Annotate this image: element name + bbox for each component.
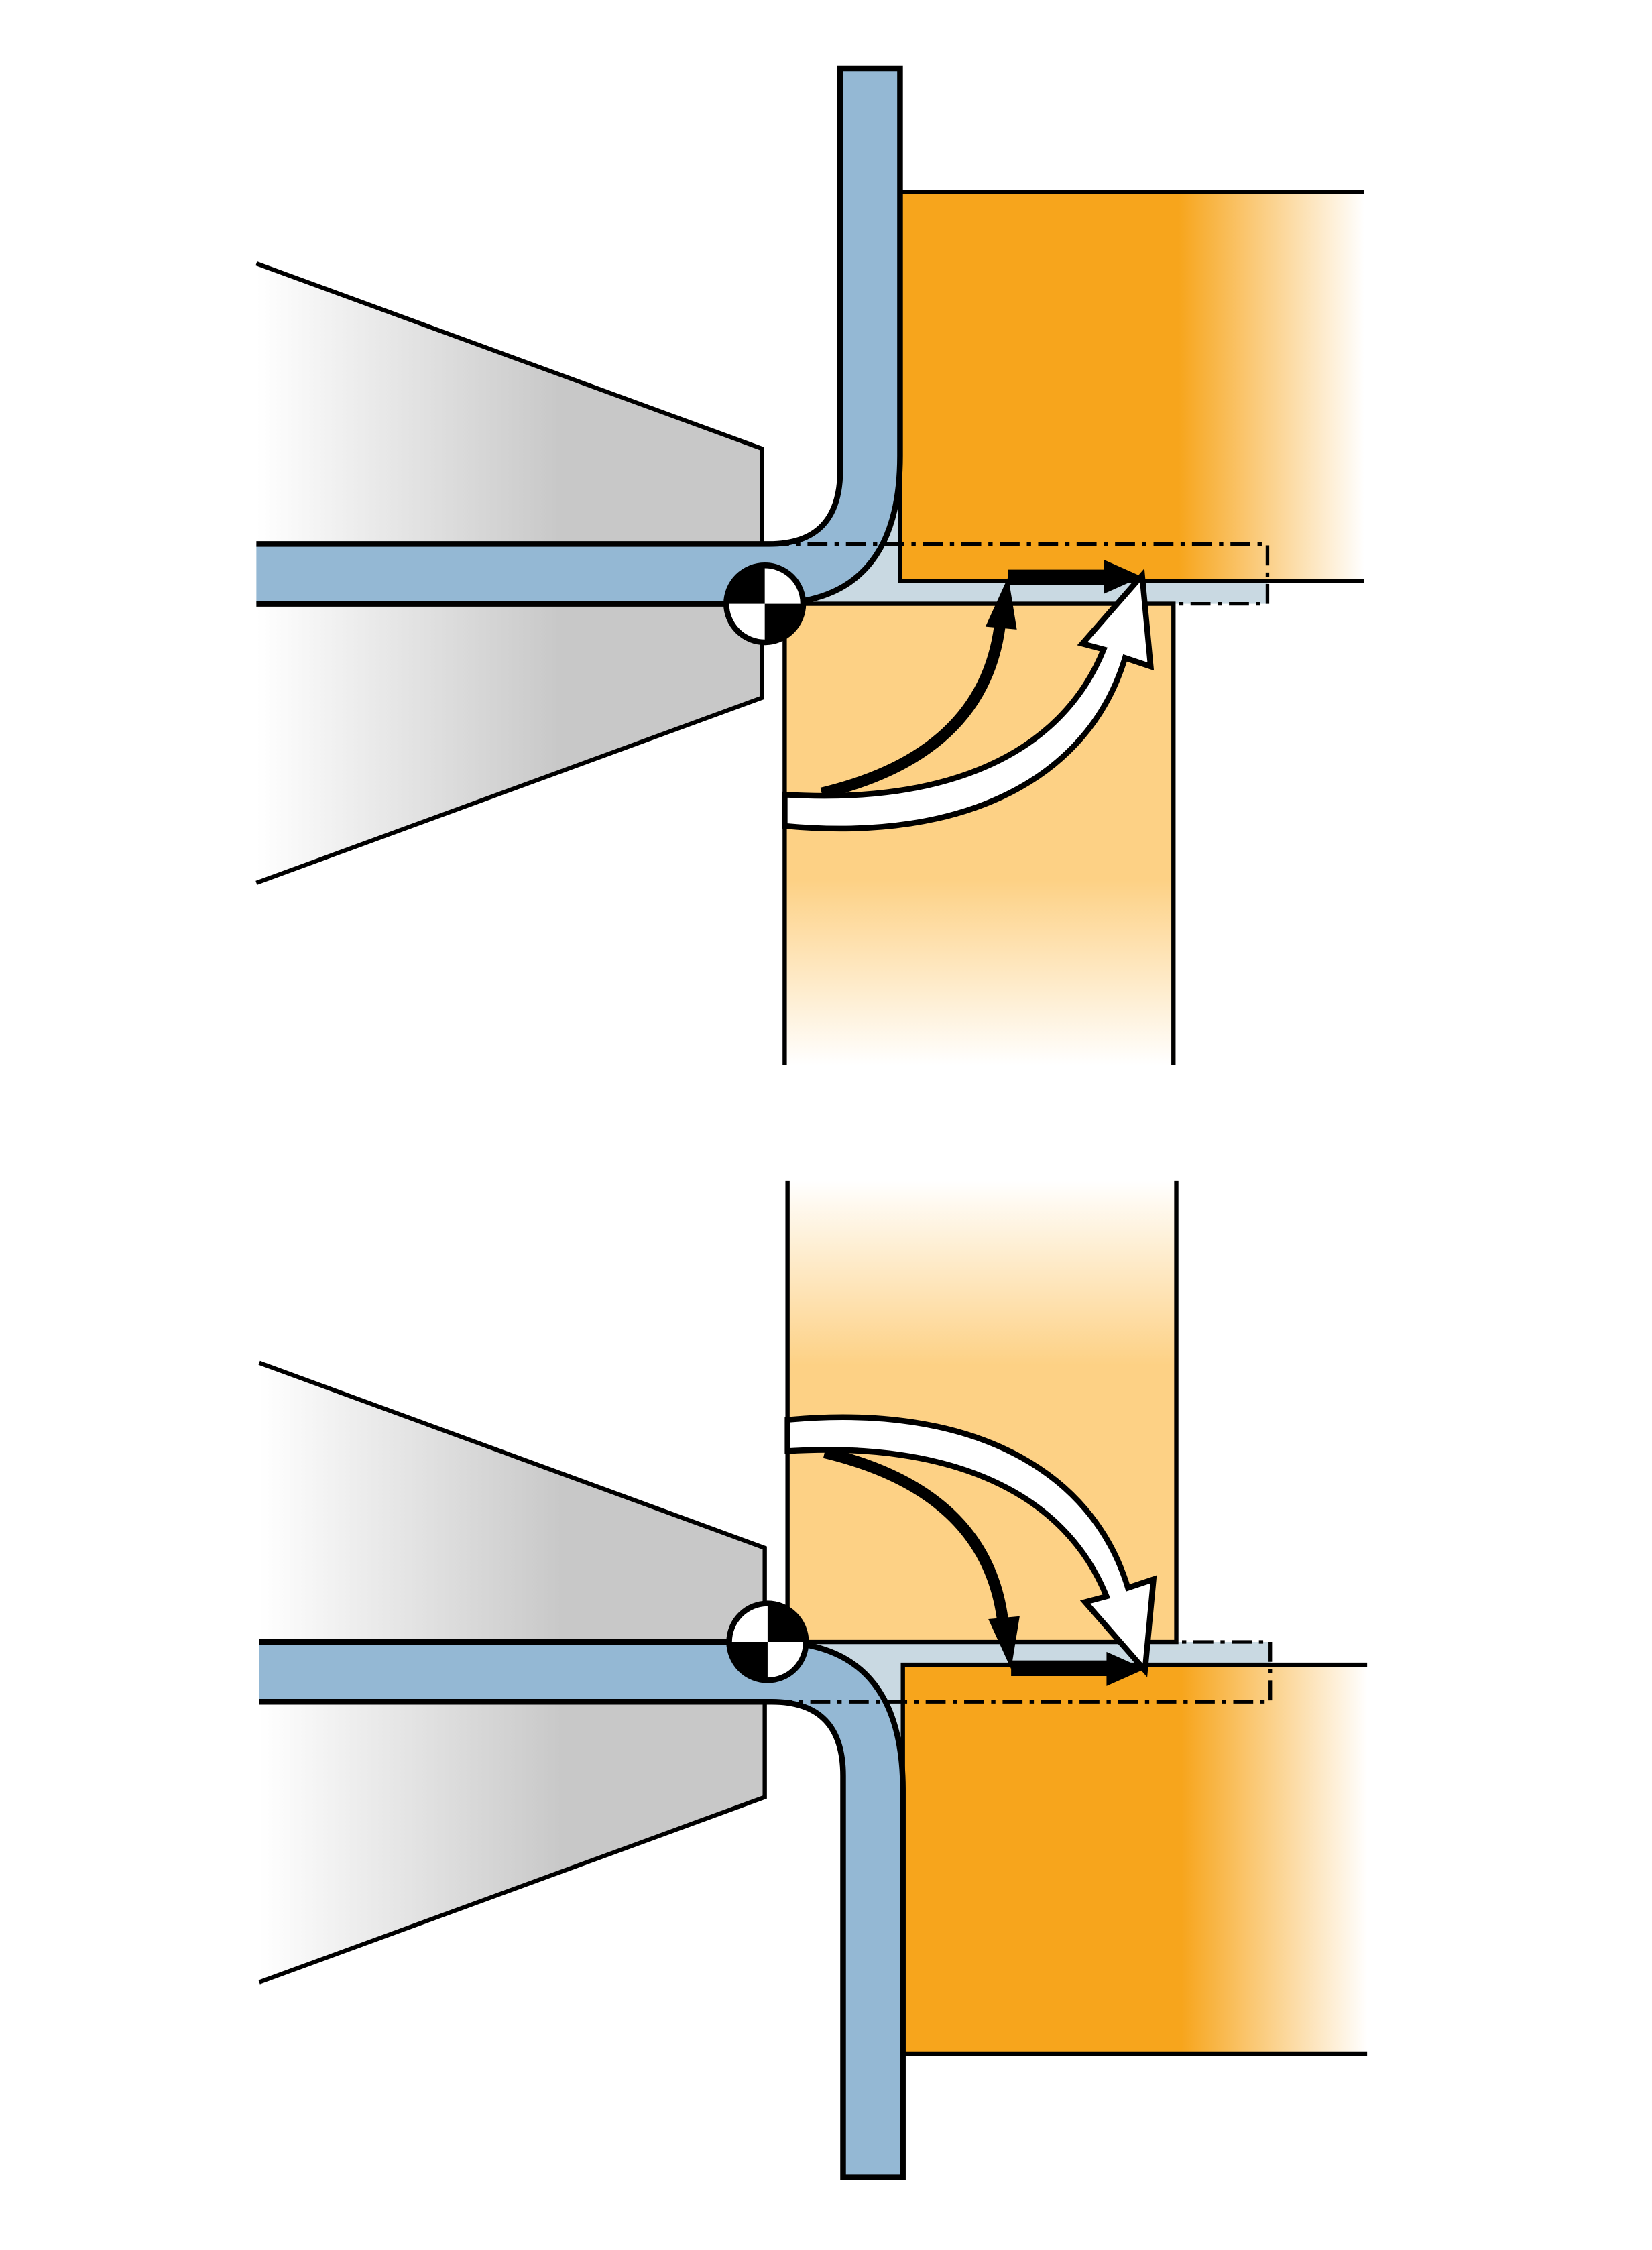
bottom-stage — [259, 1181, 1368, 2178]
top-stage — [256, 68, 1364, 1065]
